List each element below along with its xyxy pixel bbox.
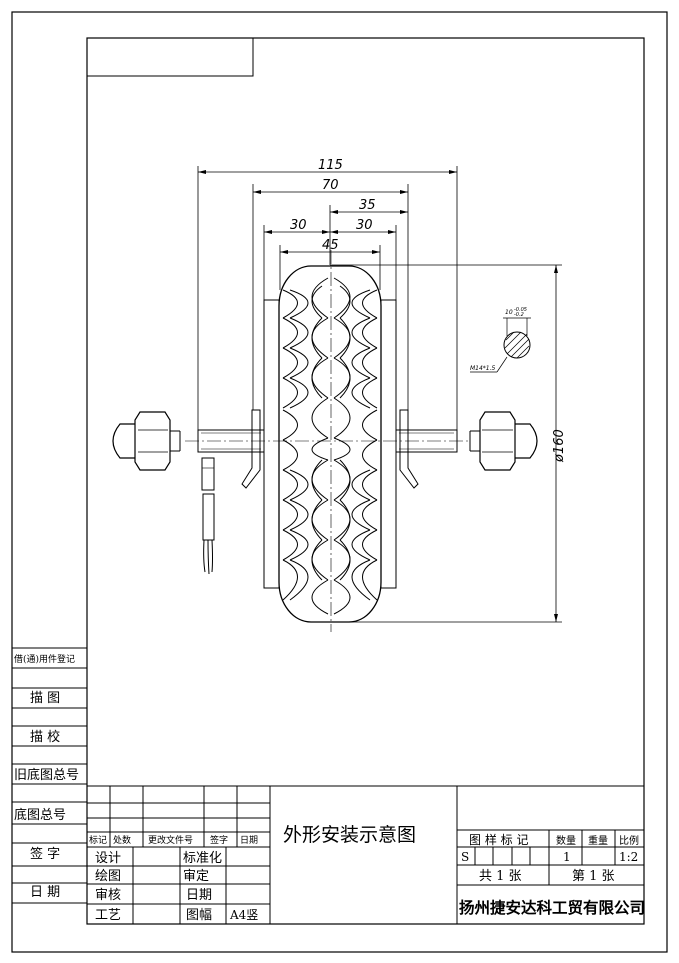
hub-motor-drawing	[112, 166, 562, 632]
total-sheets: 共 1 张	[479, 869, 522, 884]
dim-45: 45	[322, 238, 339, 253]
side-label-borrowed: 借(通)用件登记	[14, 653, 75, 665]
dim-keyway-width: 10	[505, 309, 513, 316]
side-label-base: 底图总号	[14, 807, 66, 823]
header-change-doc: 更改文件号	[148, 834, 193, 846]
header-signature: 签字	[210, 834, 228, 846]
dim-diameter-160: ø160	[552, 429, 567, 463]
label-standard: 标准化	[183, 851, 222, 866]
label-approve: 审定	[183, 869, 209, 884]
sheet-number: 第 1 张	[572, 869, 615, 884]
label-sample-mark: 图 样 标 记	[469, 832, 528, 847]
inner-frame	[86, 37, 645, 925]
label-scale: 比例	[619, 834, 639, 847]
side-label-old-base: 旧底图总号	[14, 767, 79, 783]
scale-value: 1:2	[619, 850, 638, 864]
title-block-grid	[86, 785, 645, 925]
dim-70: 70	[322, 178, 339, 193]
side-label-date: 日 期	[30, 885, 60, 900]
quantity-value: 1	[563, 850, 571, 864]
label-drawing: 绘图	[95, 869, 121, 884]
side-table	[12, 647, 87, 904]
label-quantity: 数量	[556, 834, 576, 847]
side-label-check: 描 校	[30, 729, 60, 745]
drawing-title: 外形安装示意图	[283, 824, 416, 846]
label-design: 设计	[95, 851, 121, 866]
label-date2: 日期	[186, 888, 212, 903]
label-weight: 重量	[588, 834, 608, 847]
label-process: 工艺	[95, 908, 121, 923]
header-count: 处数	[113, 834, 131, 846]
sample-value: S	[461, 850, 469, 864]
dim-30-left: 30	[290, 218, 307, 233]
dim-keyway-tol2: -0.2	[514, 312, 524, 318]
header-mark: 标记	[89, 834, 107, 846]
side-label-sign: 签 字	[30, 846, 60, 862]
label-format: 图幅	[186, 908, 212, 923]
dim-keyway-tol: -0.05	[514, 307, 527, 313]
drawing-code-box	[86, 37, 254, 77]
dim-35: 35	[359, 198, 376, 213]
header-date: 日期	[240, 835, 258, 846]
outer-border	[11, 11, 668, 953]
dim-30-right: 30	[356, 218, 373, 233]
dim-115: 115	[318, 158, 343, 173]
format-value: A4竖	[229, 908, 258, 922]
dim-thread: M14*1.5	[470, 365, 496, 372]
company-name: 扬州捷安达科工贸有限公司	[459, 898, 645, 917]
side-label-trace: 描 图	[30, 691, 60, 706]
label-review: 审核	[95, 888, 121, 903]
